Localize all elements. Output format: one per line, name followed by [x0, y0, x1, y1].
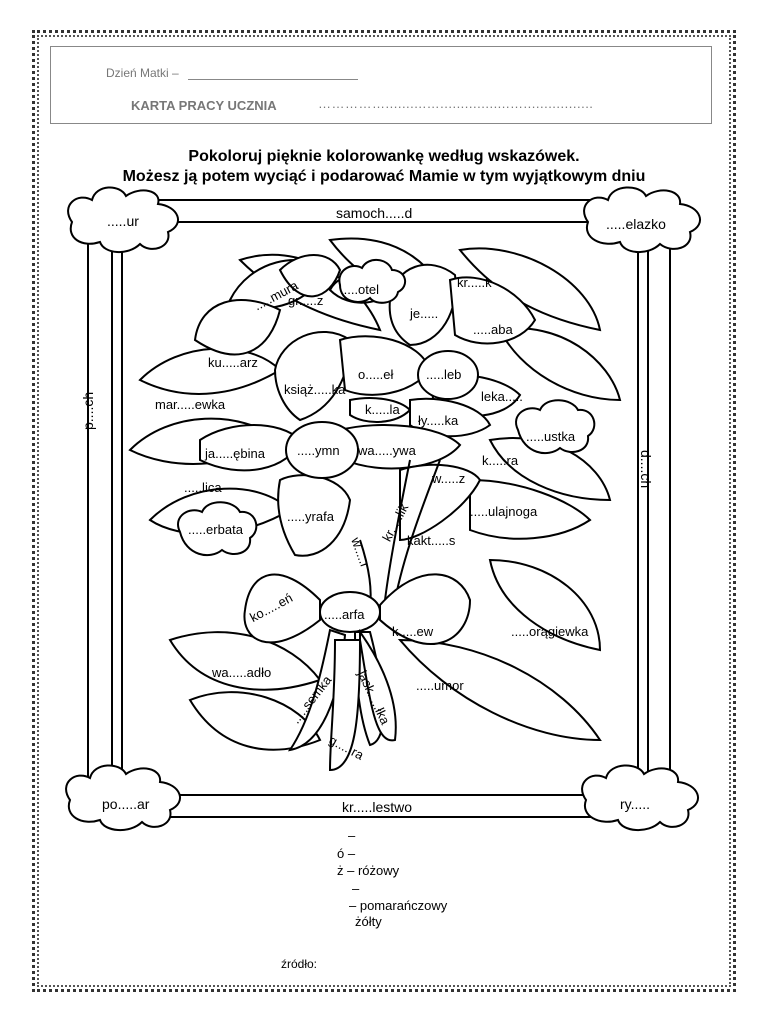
- word-lyzka: ły.....ka: [418, 413, 459, 428]
- source-label: źródło:: [281, 957, 318, 971]
- frame-word-ur: .....ur: [107, 213, 139, 229]
- instruction-line-1: Pokoloruj pięknie kolorowankę według wsk…: [188, 148, 580, 165]
- frame-word-zelazko: .....elazko: [606, 216, 666, 232]
- word-grz: gr.....z: [288, 293, 324, 308]
- cloud-bottom-right: [581, 764, 700, 831]
- frame-left-bar-inner: [111, 234, 123, 796]
- frame-word-pozar: po.....ar: [102, 796, 150, 812]
- word-herbata: .....erbata: [188, 522, 243, 537]
- word-zyrafa: .....yrafa: [287, 509, 334, 524]
- page-dotted-border: [32, 30, 736, 992]
- word-ulica: .....lica: [184, 480, 222, 495]
- legend-line-2: ó –: [337, 846, 356, 861]
- word-lekarz: leka.....: [481, 389, 523, 404]
- header-box: [50, 46, 712, 124]
- word-hotel: .....otel: [340, 282, 380, 297]
- word-orzel: o.....eł: [358, 367, 394, 382]
- cloud-top-left: [67, 186, 180, 253]
- legend-line-3: ż – różowy: [337, 863, 400, 878]
- word-chustka: .....ustka: [526, 429, 576, 444]
- word-chleb: .....leb: [426, 367, 462, 382]
- dzien-matki-label: Dzień Matki –: [106, 66, 179, 80]
- word-ksiazka: książ.....ka: [284, 382, 346, 397]
- word-chorągiewka: .....orągiewka: [511, 624, 589, 639]
- cloud-bottom-left: [65, 764, 182, 831]
- word-marchewka: mar.....ewka: [155, 397, 226, 412]
- word-humor: .....umor: [416, 678, 464, 693]
- frame-word-samochod: samoch.....d: [336, 205, 413, 221]
- frame-word-duch: d....ch: [638, 450, 654, 489]
- cloud-top-right: [583, 186, 702, 253]
- word-woz: w.....z: [432, 471, 466, 486]
- word-krew: k.....ew: [392, 624, 434, 639]
- word-hymn: .....ymn: [297, 443, 340, 458]
- legend-line-6: żółty: [355, 914, 382, 929]
- word-kaktus: kakt.....s: [407, 533, 456, 548]
- name-line: [188, 79, 358, 80]
- word-wazywa: wa.....ywa: [358, 443, 416, 458]
- instruction-line-2: Możesz ją potem wyciąć i podarować Mamie…: [122, 168, 646, 185]
- frame-word-ryz: ry.....: [620, 796, 651, 812]
- frame-right-bar: [645, 234, 671, 796]
- frame-word-krolestwo: kr.....lestwo: [342, 799, 413, 815]
- word-jarzebina: ja.....ębina: [205, 446, 265, 461]
- word-zaba: .....aba: [473, 322, 513, 337]
- word-krok: kr.....k: [457, 275, 492, 290]
- legend-line-5: – pomarańczowy: [349, 898, 448, 913]
- legend-line-4: –: [352, 881, 360, 896]
- page-dotted-border-inner: [37, 35, 731, 987]
- frame-left-bar: [87, 234, 113, 796]
- frame-right-bar-inner: [637, 234, 649, 796]
- karta-pracy-label: KARTA PRACY UCZNIA: [131, 98, 277, 113]
- word-kucharz: ku.....arz: [208, 355, 258, 370]
- word-harfa: .....arfa: [324, 607, 365, 622]
- word-wahadlo: wa.....adło: [212, 665, 272, 680]
- student-name-field: ……………..........….................…......…: [318, 96, 594, 111]
- word-hulajnoga: .....ulajnoga: [470, 504, 538, 519]
- word-krola: k.....la: [365, 402, 400, 417]
- frame-word-puch: p....ch: [80, 391, 96, 430]
- legend-line-1: –: [348, 828, 356, 843]
- word-jez: je.....: [410, 306, 439, 321]
- word-kura: k.....ra: [482, 453, 519, 468]
